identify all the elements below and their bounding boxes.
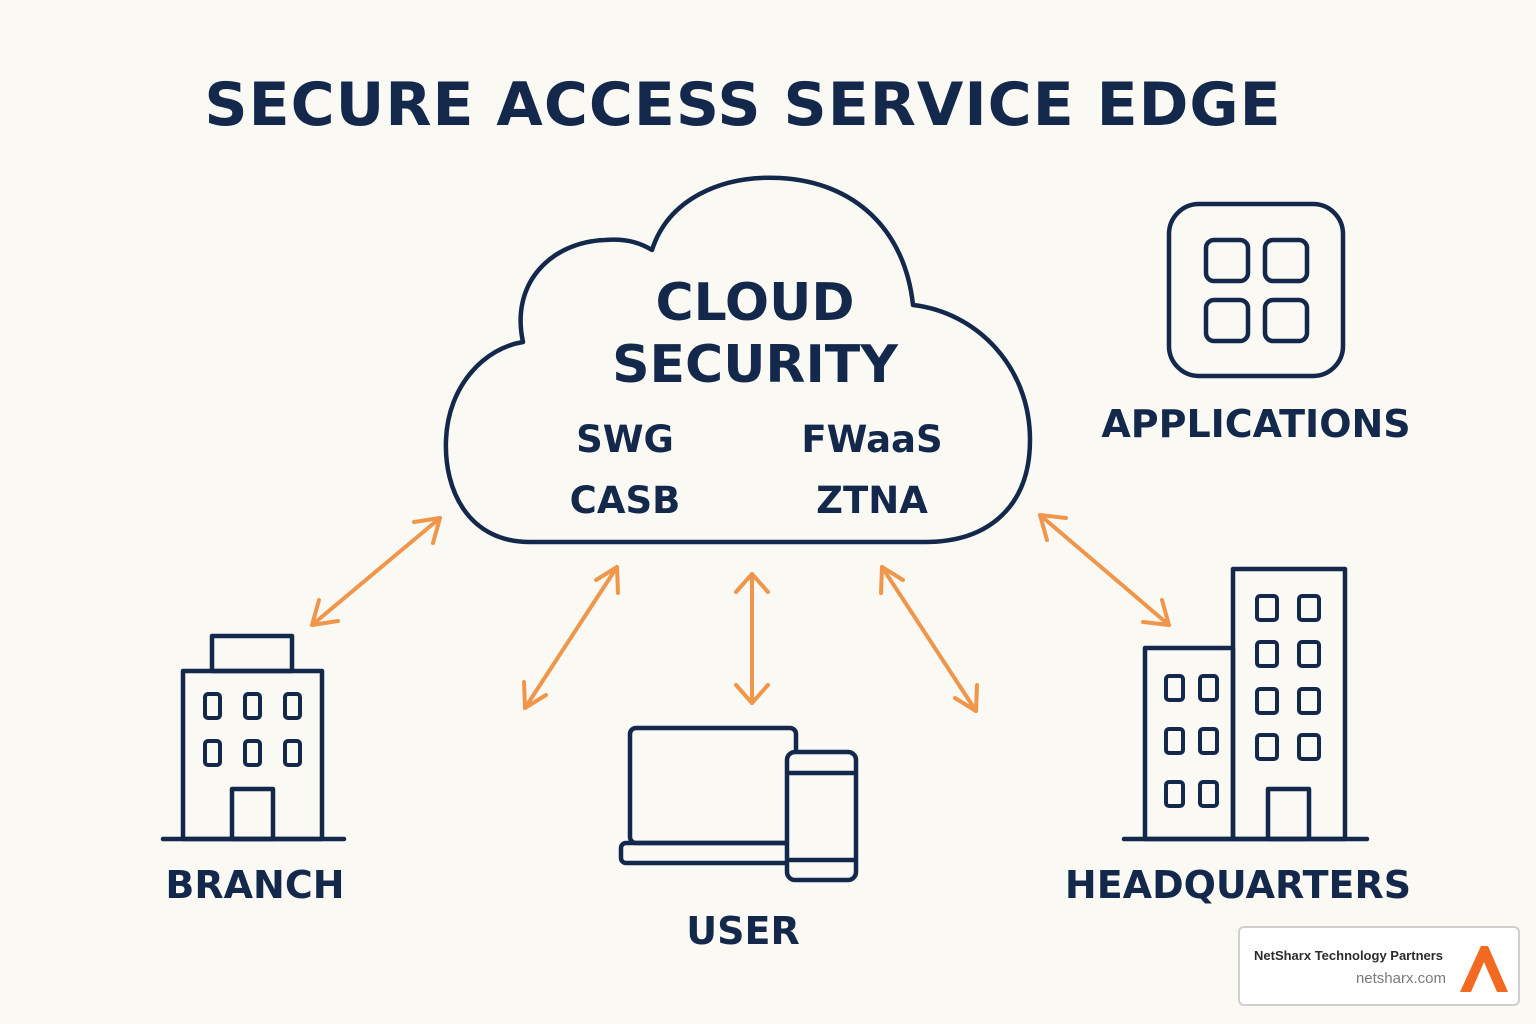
- headquarters-building-icon: [1121, 566, 1370, 842]
- diagram-title: SECURE ACCESS SERVICE EDGE: [204, 70, 1281, 140]
- watermark-company-name: NetSharx Technology Partners: [1254, 948, 1444, 963]
- cloud-security-icon: [443, 175, 1033, 545]
- applications-grid-icon: [1166, 201, 1346, 379]
- branch-label: BRANCH: [165, 863, 344, 907]
- netsharx-logo-icon: [1460, 946, 1508, 992]
- arrow-cloud-user-right: [879, 565, 979, 713]
- applications-label: APPLICATIONS: [1101, 402, 1410, 446]
- arrow-cloud-headquarters: [1038, 513, 1171, 627]
- branch-building-icon: [160, 633, 347, 842]
- cloud-heading-line2: SECURITY: [612, 335, 899, 395]
- headquarters-label: HEADQUARTERS: [1065, 863, 1411, 907]
- service-fwaas: FWaaS: [801, 418, 942, 461]
- arrow-cloud-branch: [310, 516, 442, 627]
- service-swg: SWG: [576, 418, 674, 461]
- watermark-url: netsharx.com: [1355, 970, 1446, 987]
- cloud-heading-line1: CLOUD: [655, 273, 854, 333]
- arrow-cloud-user-left: [522, 565, 620, 710]
- user-devices-icon: [618, 725, 859, 883]
- service-casb: CASB: [570, 479, 681, 522]
- netsharx-watermark: NetSharx Technology Partners netsharx.co…: [1238, 926, 1520, 1006]
- arrow-cloud-user-center: [734, 572, 770, 705]
- service-ztna: ZTNA: [816, 479, 928, 522]
- user-label: USER: [686, 909, 799, 953]
